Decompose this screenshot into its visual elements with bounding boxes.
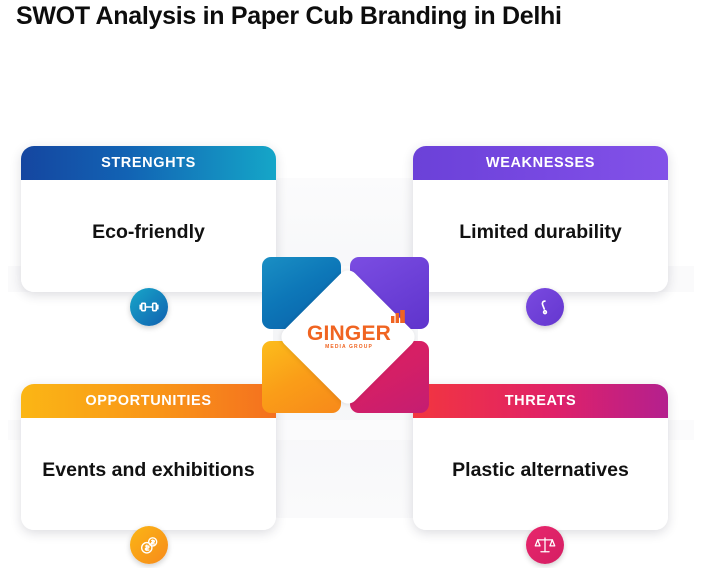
swot-card-weaknesses[interactable]: WEAKNESSES Limited durability [413,146,668,292]
swot-card-strengths[interactable]: STRENGHTS Eco-friendly [21,146,276,292]
coins-money-icon [130,526,168,564]
swot-card-threats-body: Plastic alternatives [413,418,668,530]
balance-scales-icon [526,526,564,564]
logo-text-wrap: GINGER MEDIA GROUP [297,309,405,353]
swot-card-strengths-body: Eco-friendly [21,180,276,292]
swot-card-weaknesses-body: Limited durability [413,180,668,292]
swot-card-opportunities-header: OPPORTUNITIES [21,384,276,418]
swot-card-opportunities-body: Events and exhibitions [21,418,276,530]
swot-card-opportunities[interactable]: OPPORTUNITIES Events and exhibitions [21,384,276,530]
swot-card-threats[interactable]: THREATS Plastic alternatives [413,384,668,530]
brand-name: GINGER [307,309,405,344]
brand-mark-icon [391,309,405,323]
swot-card-strengths-header: STRENGHTS [21,146,276,180]
exclamation-mark-icon [526,288,564,326]
dumbbell-icon [130,288,168,326]
swot-card-weaknesses-header: WEAKNESSES [413,146,668,180]
page-title: SWOT Analysis in Paper Cub Branding in D… [16,2,562,30]
center-brand-logo: GINGER MEDIA GROUP [262,257,434,417]
swot-card-threats-header: THREATS [413,384,668,418]
brand-tagline: MEDIA GROUP [325,343,373,350]
